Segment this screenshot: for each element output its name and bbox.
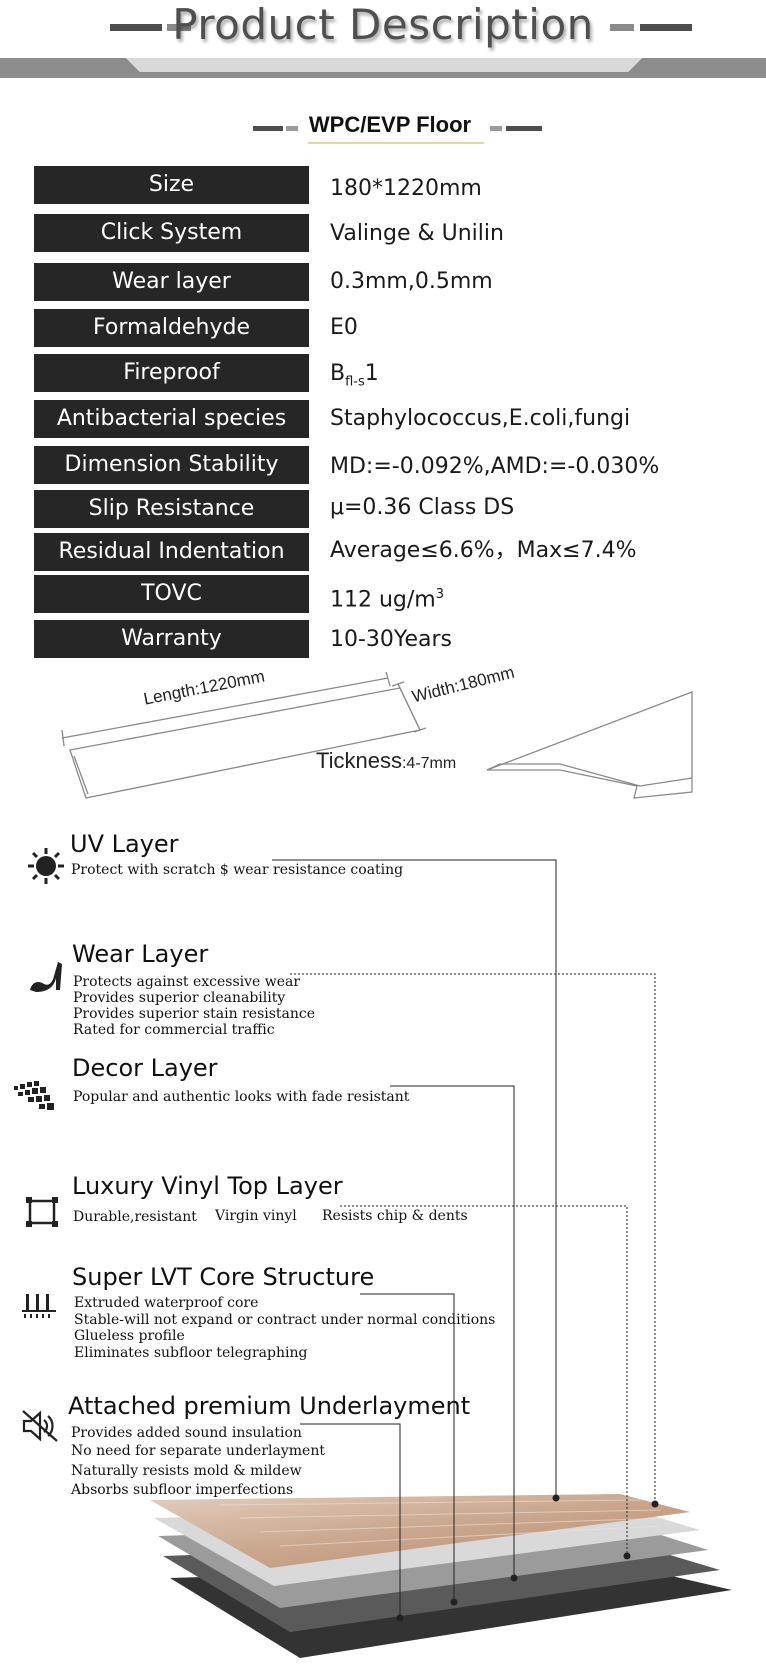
header-left-dash-light [167,24,191,31]
fireproof-tail: 1 [364,361,379,386]
spec-value-size: 180*1220mm [330,176,482,201]
layer-desc-wear-line3: Provides superior stain resistance [73,1006,316,1022]
speaker-mute-icon [22,1410,58,1442]
thickness-word: Tickness [316,748,402,773]
tovc-sup: 3 [435,587,445,602]
frame-icon [26,1197,58,1227]
spec-value-residual-indentation: Average≤6.6%，Max≤7.4% [330,538,637,563]
layer-desc-core-line1: Extruded waterproof core [74,1295,259,1311]
fireproof-main: B [330,361,346,386]
subtitle: WPC/EVP Floor [308,112,472,137]
header-right-dash-light [610,24,634,31]
layer-desc-decor-line1: Popular and authentic looks with fade re… [73,1089,410,1105]
fireproof-sub: fl-s [345,374,365,390]
layer-desc-wear-line4: Rated for commercial traffic [73,1022,275,1038]
layer-desc-luxury-vinyl-2: Virgin vinyl [215,1208,297,1224]
spec-label-antibacterial: Antibacterial species [34,400,309,438]
spec-label-formaldehyde: Formaldehyde [34,309,309,347]
subtitle-left-dash-light [286,126,298,131]
spec-label-slip-resistance: Slip Resistance [34,490,309,528]
thickness-value: :4-7mm [401,755,457,772]
subtitle-left-dash-dark [253,126,283,131]
layer-title-underlayment: Attached premium Underlayment [68,1392,471,1420]
spec-value-dimension-stability: MD:=-0.092%,AMD:=-0.030% [330,454,660,479]
spec-value-click-system: Valinge & Unilin [330,221,504,246]
plank-dimension-drawing [61,671,693,799]
header-band [0,58,766,78]
layer-title-wear: Wear Layer [72,940,209,968]
core-structure-icon [22,1294,56,1318]
header-left-dash-dark [110,24,162,31]
layer-title-luxury-vinyl: Luxury Vinyl Top Layer [72,1172,343,1200]
spec-label-click-system: Click System [34,214,309,252]
thickness-label: Tickness:4-7mm [316,748,456,774]
spec-label-wear-layer: Wear layer [34,263,309,301]
tovc-main: 112 ug/m [330,587,436,613]
spec-label-fireproof: Fireproof [34,354,309,392]
spec-label-warranty: Warranty [34,620,309,658]
layer-desc-wear-line1: Protects against excessive wear [73,974,301,990]
spec-value-slip-resistance: μ=0.36 Class DS [330,495,515,520]
sun-icon [28,848,64,884]
subtitle-underline [308,142,484,144]
spec-label-dimension-stability: Dimension Stability [34,446,309,484]
spec-label-size: Size [34,166,309,204]
layer-desc-underlayment-line1: Provides added sound insulation [71,1425,302,1441]
layer-desc-underlayment-line4: Absorbs subfloor imperfections [71,1482,294,1498]
spec-value-fireproof: Bfl-s1 [330,355,379,393]
subtitle-right-dash-dark [506,126,542,131]
spec-value-warranty: 10-30Years [330,627,452,652]
layer-title-core: Super LVT Core Structure [72,1263,375,1291]
layer-desc-underlayment-line3: Naturally resists mold & mildew [71,1463,302,1479]
layer-desc-core-line3: Glueless profile [74,1328,185,1344]
layer-desc-luxury-vinyl-1: Durable,resistant [73,1209,197,1225]
layer-title-uv: UV Layer [70,830,179,858]
layer-desc-luxury-vinyl-3: Resists chip & dents [322,1208,468,1224]
layer-desc-wear-line2: Provides superior cleanability [73,990,286,1006]
wood-pattern-icon [14,1081,54,1110]
spec-value-tovc: 112 ug/m3 [330,576,444,614]
layer-desc-uv-line1: Protect with scratch $ wear resistance c… [71,862,404,878]
page-title: Product Description [172,0,594,49]
spec-label-residual-indentation: Residual Indentation [34,533,309,571]
layer-title-decor: Decor Layer [72,1054,218,1082]
spec-label-tovc: TOVC [34,575,309,613]
layer-desc-core-line2: Stable-will not expand or contract under… [74,1312,496,1328]
high-heel-icon [30,962,62,992]
spec-value-formaldehyde: E0 [330,315,358,340]
spec-value-antibacterial: Staphylococcus,E.coli,fungi [330,406,631,431]
floor-layers-illustration [150,1494,732,1658]
layer-desc-core-line4: Eliminates subfloor telegraphing [74,1345,308,1361]
spec-value-wear-layer: 0.3mm,0.5mm [330,269,493,294]
header-right-dash-dark [640,24,692,31]
subtitle-right-dash-light [490,126,502,131]
layer-desc-underlayment-line2: No need for separate underlayment [71,1443,325,1459]
